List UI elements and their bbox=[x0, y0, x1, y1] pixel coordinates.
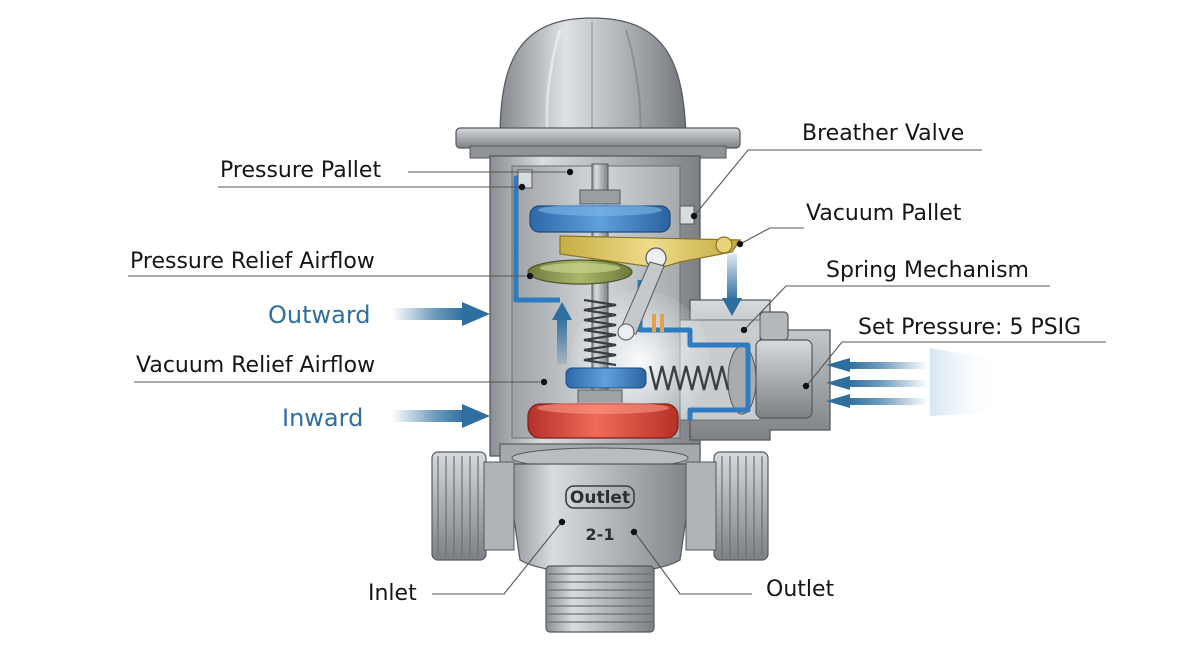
label-outward: Outward bbox=[268, 301, 371, 329]
vertical-spring bbox=[583, 298, 617, 367]
size-stamp: 2-1 bbox=[586, 525, 615, 544]
outlet-stamp: Outlet bbox=[570, 488, 630, 508]
label-outlet: Outlet bbox=[766, 577, 835, 602]
label-vacuum-relief-airflow: Vacuum Relief Airflow bbox=[136, 353, 375, 378]
middle-disc bbox=[565, 367, 647, 407]
dome-cap bbox=[455, 17, 741, 159]
inward-arrow bbox=[392, 404, 490, 428]
down-arrow bbox=[722, 254, 742, 316]
label-set-pressure: Set Pressure: 5 PSIG bbox=[858, 315, 1081, 340]
tee-body: Outlet 2-1 bbox=[431, 443, 769, 633]
lower-disc bbox=[527, 402, 679, 439]
lever-arm bbox=[559, 235, 742, 341]
valve-illustration: Outlet 2-1 bbox=[431, 17, 831, 633]
leader-lines bbox=[128, 149, 1106, 595]
pressure-pallet-disc bbox=[529, 204, 671, 233]
outward-arrow bbox=[392, 302, 490, 326]
label-pressure-relief-airflow: Pressure Relief Airflow bbox=[130, 249, 375, 274]
up-arrow bbox=[552, 302, 572, 364]
label-spring-mechanism: Spring Mechanism bbox=[826, 258, 1029, 283]
label-pressure-pallet: Pressure Pallet bbox=[220, 158, 381, 183]
labels: Pressure Pallet Pressure Relief Airflow … bbox=[130, 121, 1081, 606]
label-breather-valve: Breather Valve bbox=[802, 121, 964, 146]
label-inward: Inward bbox=[282, 404, 363, 432]
label-inlet: Inlet bbox=[368, 581, 417, 606]
horizontal-spring bbox=[648, 365, 730, 391]
flow-arrows bbox=[392, 254, 1000, 428]
label-vacuum-pallet: Vacuum Pallet bbox=[806, 201, 962, 226]
incoming-arrows bbox=[826, 348, 1000, 416]
vacuum-pallet-disc bbox=[527, 259, 633, 285]
